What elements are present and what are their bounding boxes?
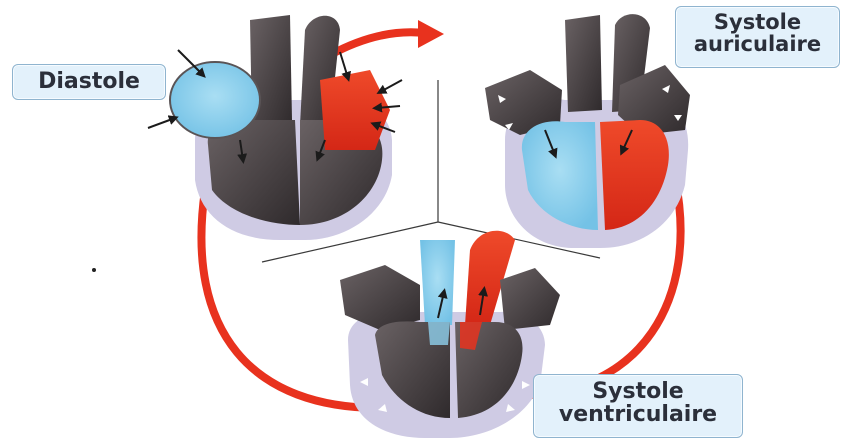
diastole-label: Diastole: [12, 64, 166, 100]
ventricular-systole-label: Systole ventriculaire: [533, 374, 743, 438]
heart-atrial-systole: [485, 14, 690, 248]
atrial-systole-label-line1: Systole: [676, 11, 839, 33]
stray-dot: [92, 268, 96, 272]
atrial-systole-label-line2: auriculaire: [676, 33, 839, 55]
heart-diastole: [148, 15, 402, 240]
cycle-arrowhead-icon: [418, 20, 444, 48]
ventricular-systole-label-line2: ventriculaire: [534, 403, 742, 426]
ventricular-systole-label-line1: Systole: [534, 380, 742, 403]
atrial-systole-label: Systole auriculaire: [675, 6, 840, 68]
diastole-label-text: Diastole: [13, 65, 165, 99]
heart-ventricular-systole: [340, 231, 560, 438]
